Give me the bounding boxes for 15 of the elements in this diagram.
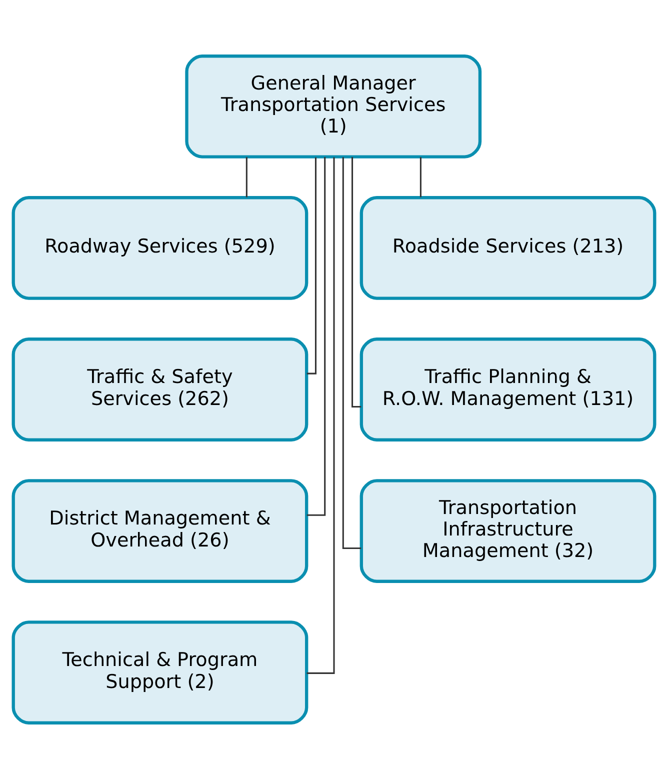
node-box: Transportation Infrastructure Management (32): [360, 479, 656, 583]
node-box: District Management & Overhead (26): [12, 479, 308, 583]
connector: [246, 157, 248, 198]
connector: [306, 157, 335, 674]
connector: [306, 157, 316, 374]
connector: [352, 157, 362, 408]
node-box: Traffic & Safety Services (262): [12, 338, 308, 442]
connector: [306, 156, 326, 516]
node-box: Roadway Services (529): [12, 196, 308, 300]
node-box: Roadside Services (213): [360, 196, 656, 300]
node-box: Technical & Program Support (2): [12, 620, 308, 724]
node-box: Traffic Planning & R.O.W. Management (131): [360, 338, 656, 442]
connector: [420, 157, 422, 198]
node-box: General Manager Transportation Services (1): [185, 54, 482, 158]
connector: [342, 157, 362, 549]
